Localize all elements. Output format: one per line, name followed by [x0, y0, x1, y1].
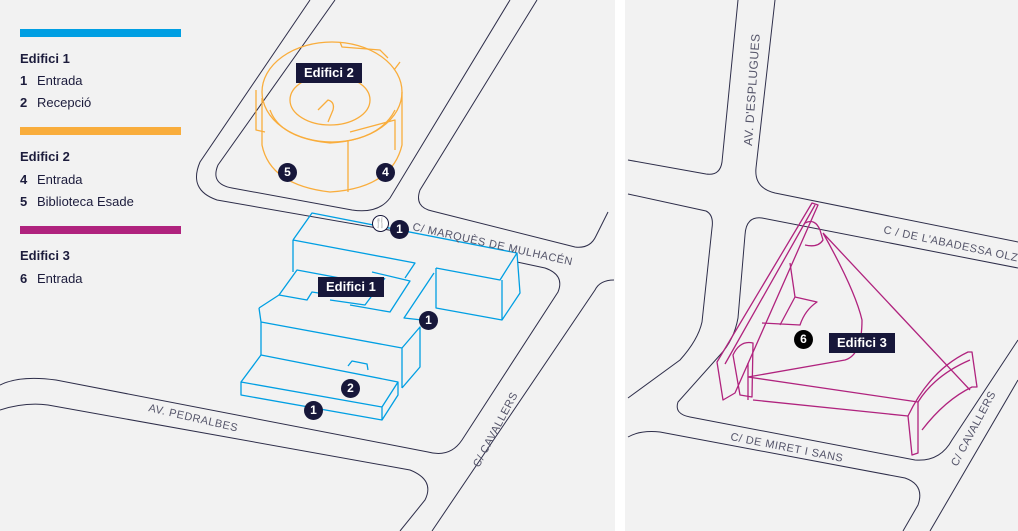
fork-knife-icon[interactable]: 🍴: [372, 215, 389, 232]
legend-title: Edifici 3: [20, 248, 70, 263]
legend-color-bar-edifici-3: [20, 226, 181, 234]
legend-color-bar-edifici-1: [20, 29, 181, 37]
marker-entrada[interactable]: 1: [304, 401, 323, 420]
building-edifici-3: [716, 202, 978, 456]
left-map-panel: [0, 0, 615, 531]
marker-entrada[interactable]: 1: [419, 311, 438, 330]
building-label-edifici-2[interactable]: Edifici 2: [296, 63, 362, 83]
marker-entrada-edifici-3[interactable]: 6: [794, 330, 813, 349]
legend-title: Edifici 2: [20, 149, 70, 164]
building-label-edifici-3[interactable]: Edifici 3: [829, 333, 895, 353]
roads-left: [0, 0, 615, 531]
marker-biblioteca[interactable]: 5: [278, 163, 297, 182]
roads-right: [627, 0, 1018, 531]
legend-title: Edifici 1: [20, 51, 70, 66]
marker-recepcio[interactable]: 2: [341, 379, 360, 398]
legend-color-bar-edifici-2: [20, 127, 181, 135]
marker-entrada-edifici-2[interactable]: 4: [376, 163, 395, 182]
marker-entrada[interactable]: 1: [390, 220, 409, 239]
building-label-edifici-1[interactable]: Edifici 1: [318, 277, 384, 297]
